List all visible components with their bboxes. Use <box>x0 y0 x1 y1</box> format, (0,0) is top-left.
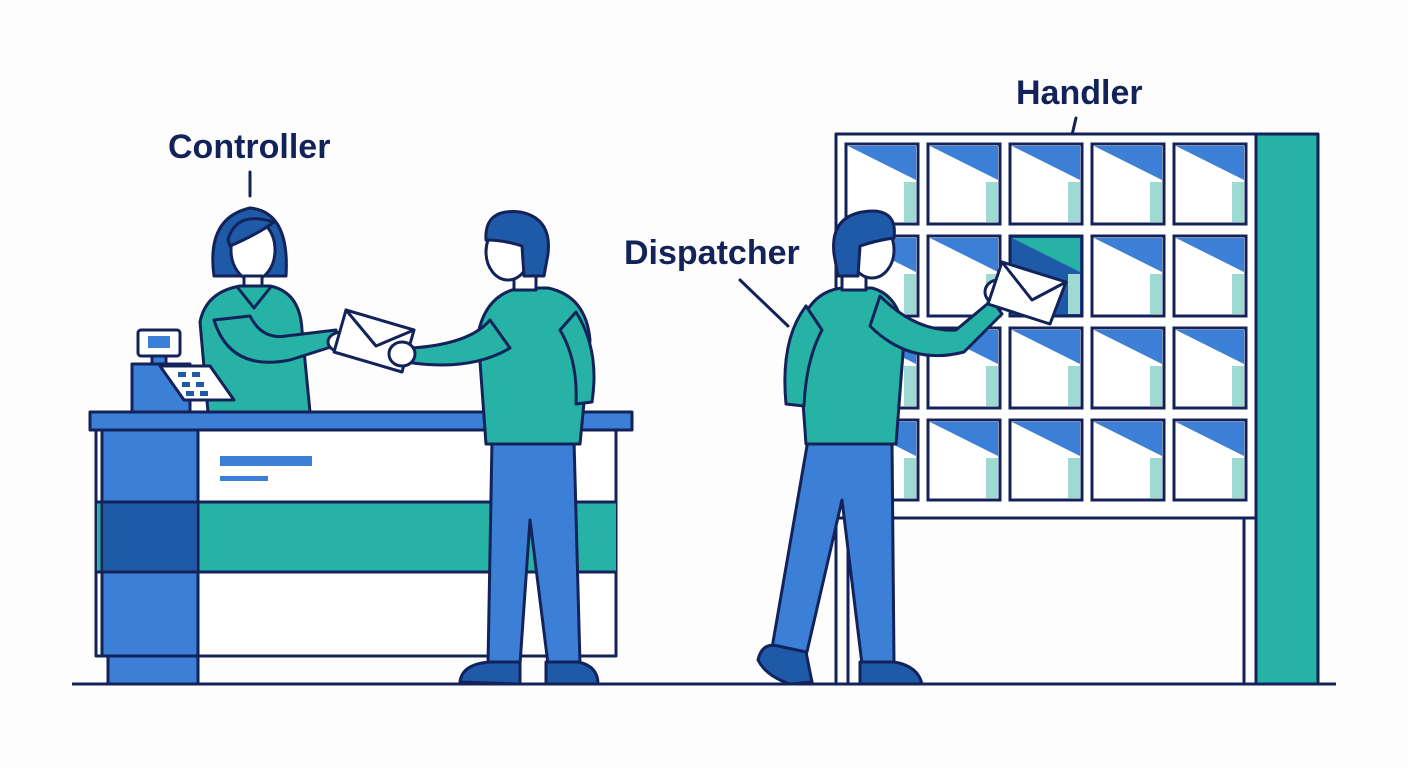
mailbox-slot-shade <box>1012 238 1080 272</box>
mailbox-slot-shade <box>930 422 998 456</box>
mailbox-slot-edge <box>986 458 998 498</box>
card-terminal <box>130 328 236 416</box>
mailbox-slot-edge <box>1150 182 1162 222</box>
mailbox-slot-edge <box>1232 182 1244 222</box>
mailbox-slot-shade <box>1094 238 1162 272</box>
mailbox-slot-shade <box>1094 330 1162 364</box>
mailbox-slot-edge <box>1232 458 1244 498</box>
mailbox-slot-shade <box>1094 422 1162 456</box>
mailbox-slot-edge <box>1068 274 1080 314</box>
mailbox-slot-edge <box>1232 274 1244 314</box>
mailbox-slot-shade <box>1176 330 1244 364</box>
mailbox-slot-edge <box>1232 366 1244 406</box>
mailbox-slot-shade <box>848 146 916 180</box>
mailbox-slot-edge <box>1068 366 1080 406</box>
controller-label: Controller <box>168 128 330 166</box>
mailbox-slot-edge <box>1068 182 1080 222</box>
mailbox-slot-edge <box>904 182 916 222</box>
mailbox-slot-shade <box>930 238 998 272</box>
mailbox-slot-shade <box>1012 330 1080 364</box>
mailbox-slot-shade <box>1012 146 1080 180</box>
dispatch-envelope-icon <box>986 260 1068 326</box>
mailbox-rack <box>834 132 1320 686</box>
mailbox-slot-shade <box>930 146 998 180</box>
mailbox-slot-edge <box>1150 366 1162 406</box>
mailbox-slot-edge <box>986 182 998 222</box>
controller-person <box>198 206 358 414</box>
handler-label: Handler <box>1016 74 1143 112</box>
mailbox-slot-shade <box>1176 422 1244 456</box>
mailbox-slot-edge <box>1150 458 1162 498</box>
customer-person <box>387 210 600 686</box>
service-counter <box>88 410 634 686</box>
dispatcher-person <box>756 209 1013 686</box>
mailbox-slot-shade <box>1176 146 1244 180</box>
mailbox-slot-edge <box>904 366 916 406</box>
mailbox-slot-edge <box>1150 274 1162 314</box>
dispatcher-leader-line <box>738 278 790 328</box>
mailbox-slot-shade <box>1094 146 1162 180</box>
mailbox-slot-edge <box>904 274 916 314</box>
mailbox-slot-shade <box>1012 422 1080 456</box>
mailbox-slot-edge <box>986 366 998 406</box>
mailbox-slot-edge <box>904 458 916 498</box>
mailbox-slot-shade <box>1176 238 1244 272</box>
mailbox-slot-edge <box>1068 458 1080 498</box>
dispatcher-label: Dispatcher <box>624 234 800 272</box>
